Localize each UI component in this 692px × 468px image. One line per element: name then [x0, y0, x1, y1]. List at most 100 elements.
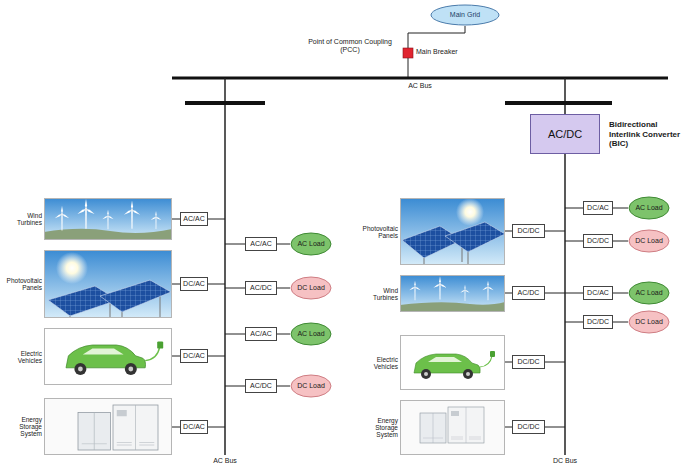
source-panel: Energy Storage System [44, 398, 172, 455]
connector-line [505, 293, 512, 294]
diagram-label: AC Bus [395, 82, 445, 90]
converter-box: AC/DC [245, 379, 277, 393]
node-label: DC/DC [587, 237, 609, 245]
node-label: DC/AC [183, 423, 205, 431]
node-outline-shape [291, 233, 331, 255]
converter-box: AC/AC [245, 327, 277, 341]
node-label: DC/DC [587, 318, 609, 326]
connector-line [277, 244, 290, 245]
node-outline-shape [291, 323, 331, 345]
source-panel: Electric Vehicles [44, 328, 172, 385]
node-label: DC Load [635, 318, 663, 326]
node-label: DC Load [297, 382, 325, 390]
node-outline-shape [629, 282, 669, 304]
source-caption: Energy Storage System [358, 416, 398, 438]
ac-load-circle: AC Load [628, 196, 670, 220]
diagram-label: Point of Common Coupling (PCC) [298, 38, 402, 54]
converter-box: AC/DC [245, 281, 277, 295]
source-panel: Wind Turbines [400, 275, 505, 312]
connector-line [277, 288, 290, 289]
source-caption: Wind Turbines [358, 286, 398, 301]
node-label: AC/DC [518, 289, 540, 297]
connector-line [613, 293, 628, 294]
node-outline-shape [431, 5, 499, 25]
ac-load-circle: AC Load [290, 232, 332, 256]
node-label: DC/AC [183, 280, 205, 288]
converter-box: AC/AC [180, 212, 208, 226]
node-label: AC Load [635, 289, 662, 297]
connector-line [277, 334, 290, 335]
connector-line [172, 356, 180, 357]
node-label: DC/AC [587, 289, 609, 297]
converter-box: DC/DC [512, 224, 545, 238]
connector-line [172, 219, 180, 220]
node-label: DC/DC [517, 423, 539, 431]
source-panel: Wind Turbines [44, 198, 172, 240]
node-label: AC Load [297, 330, 324, 338]
node-label: DC/DC [517, 358, 539, 366]
dc-load-circle: DC Load [290, 276, 332, 300]
node-label: AC/AC [183, 215, 204, 223]
source-caption: Energy Storage System [2, 415, 42, 437]
connector-line [505, 231, 512, 232]
converter-box: DC/DC [583, 234, 613, 248]
node-label: DC/AC [587, 204, 609, 212]
converter-box: DC/DC [512, 355, 545, 369]
node-outline-shape [629, 197, 669, 219]
converter-box: DC/DC [583, 315, 613, 329]
source-panel: Photovoltaic Panels [44, 250, 172, 318]
dc-load-circle: DC Load [628, 229, 670, 253]
source-caption: Photovoltaic Panels [2, 277, 42, 292]
connector-line [172, 427, 180, 428]
connector-line [613, 322, 628, 323]
node-label: Main Grid [450, 11, 480, 19]
node-label: AC/DC [250, 382, 272, 390]
node-label: DC Load [635, 237, 663, 245]
node-label: AC/DC [548, 128, 582, 141]
source-panel: Energy Storage System [400, 400, 505, 455]
node-outline-shape [629, 311, 669, 333]
node-label: AC/DC [250, 284, 272, 292]
converter-box: DC/AC [583, 201, 613, 215]
source-caption: Electric Vehicles [2, 349, 42, 364]
source-caption: Electric Vehicles [358, 355, 398, 370]
node-label: AC/AC [250, 240, 271, 248]
dc-load-circle: DC Load [628, 310, 670, 334]
node-label: AC/AC [250, 330, 271, 338]
source-panel: Electric Vehicles [400, 335, 505, 390]
diagram-label: Main Breaker [416, 48, 476, 56]
converter-box: DC/DC [512, 420, 545, 434]
connector-line [613, 241, 628, 242]
connector-line [613, 208, 628, 209]
connector-line [505, 362, 512, 363]
interlink-converter: AC/DCBidirectional Interlink Converter (… [530, 114, 600, 154]
source-caption: Wind Turbines [2, 212, 42, 227]
connector-line [277, 386, 290, 387]
ac-load-circle: AC Load [628, 281, 670, 305]
node-outline-shape [291, 277, 331, 299]
node-label: DC Load [297, 284, 325, 292]
connector-line [505, 427, 512, 428]
diagram-label: DC Bus [540, 457, 590, 465]
node-label: AC Load [635, 204, 662, 212]
source-caption: Photovoltaic Panels [358, 224, 398, 239]
node-label: DC/DC [517, 227, 539, 235]
converter-box: AC/DC [512, 286, 545, 300]
converter-box: DC/AC [583, 286, 613, 300]
converter-box: DC/AC [180, 420, 208, 434]
node-label: DC/AC [183, 352, 205, 360]
converter-box: AC/AC [245, 237, 277, 251]
converter-box: DC/AC [180, 277, 208, 291]
connector-line [172, 284, 180, 285]
node-label: AC Load [297, 240, 324, 248]
dc-load-circle: DC Load [290, 374, 332, 398]
diagram-label: AC Bus [200, 457, 250, 465]
converter-box: DC/AC [180, 349, 208, 363]
node-outline-shape [291, 375, 331, 397]
grid-ellipse: Main Grid [430, 4, 500, 26]
node-outline-shape [629, 230, 669, 252]
source-panel: Photovoltaic Panels [400, 198, 505, 265]
converter-caption: Bidirectional Interlink Converter (BIC) [609, 120, 685, 149]
